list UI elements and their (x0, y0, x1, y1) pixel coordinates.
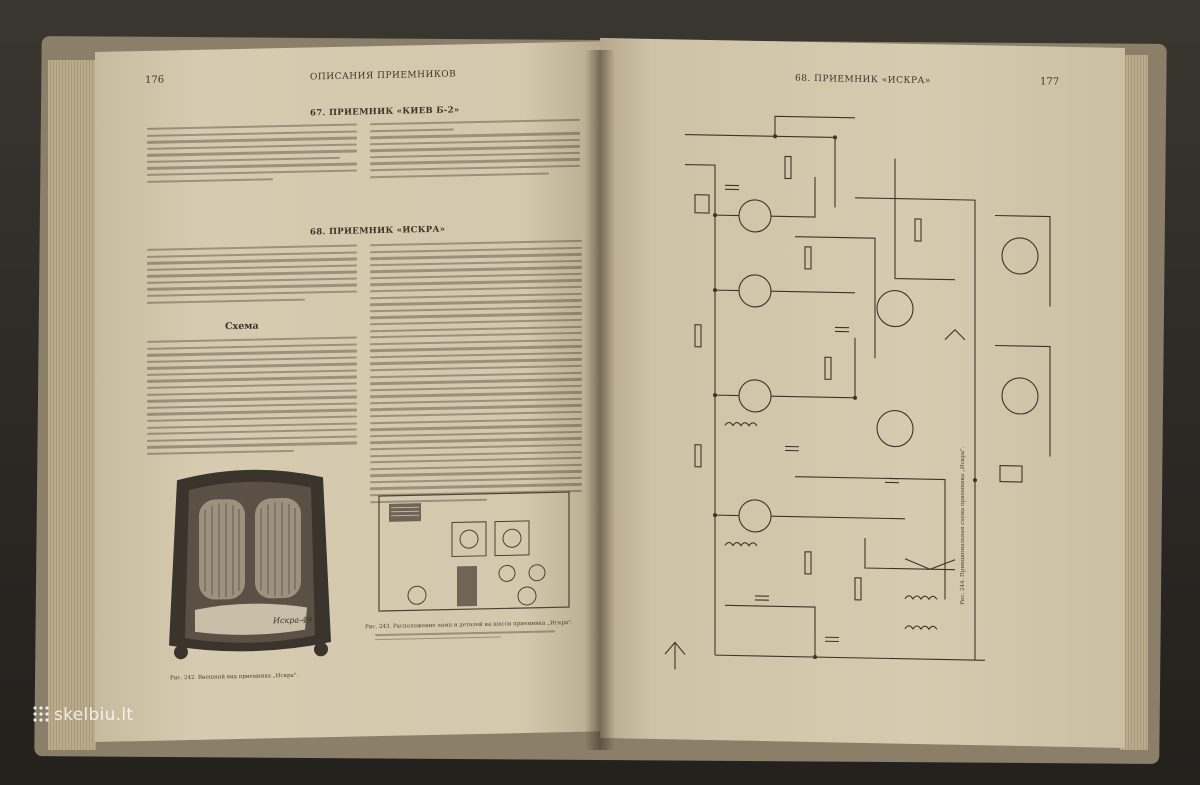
knob-left (174, 645, 188, 660)
section-title-kiev: 67. ПРИЕМНИК «КИЕВ Б-2» (310, 105, 460, 119)
kiev-text-right-column (370, 118, 580, 183)
watermark-dots-icon (33, 706, 49, 722)
tube-socket-bottom (876, 410, 914, 448)
dial-panel (195, 603, 307, 635)
tube-3 (738, 379, 772, 413)
left-page-number: 176 (145, 74, 165, 86)
left-running-head: ОПИСАНИЯ ПРИЕМНИКОВ (310, 69, 457, 83)
schematic-diagram (664, 115, 985, 670)
iskra-text-right-column (370, 239, 582, 508)
tube-socket-top (876, 290, 914, 328)
kiev-text-left-column (147, 123, 357, 188)
iskra-text-left-top (147, 244, 357, 309)
fig243-legend (375, 630, 555, 644)
section-title-iskra: 68. ПРИЕМНИК «ИСКРА» (310, 224, 446, 238)
tube-4 (738, 499, 772, 533)
left-page: 176 ОПИСАНИЯ ПРИЕМНИКОВ 67. ПРИЕМНИК «КИ… (95, 41, 600, 743)
fig242-caption: Рис. 242. Внешний вид приемника „Искра". (170, 672, 299, 682)
book-gutter (585, 50, 615, 750)
speaker-grille-right (255, 498, 301, 599)
radio-illustration: Искра-49 (169, 469, 331, 660)
fig243-caption: Рис. 243. Расположение ламп и деталей на… (365, 619, 573, 631)
fig244-caption: Рис. 244. Принципиальная схема приемника… (960, 446, 966, 605)
tube-1 (738, 199, 772, 233)
tube-2 (738, 274, 772, 308)
watermark: skelbiu.lt (32, 705, 133, 725)
iskra-text-left-bottom (147, 336, 357, 460)
right-running-head: 68. ПРИЕМНИК «ИСКРА» (795, 73, 931, 87)
right-page-number: 177 (1040, 76, 1060, 88)
knob-right (314, 642, 328, 657)
chassis-layout-diagram (378, 491, 570, 612)
battery-wiring-inset (995, 214, 1051, 483)
radio-brand-label: Искра-49 (272, 615, 312, 625)
right-page: 68. ПРИЕМНИК «ИСКРА» 177 (600, 37, 1125, 748)
speaker-grille-left (199, 499, 245, 600)
subheading-schema: Схема (225, 320, 259, 333)
left-page-edges (48, 60, 96, 750)
watermark-text: skelbiu.lt (54, 705, 134, 725)
